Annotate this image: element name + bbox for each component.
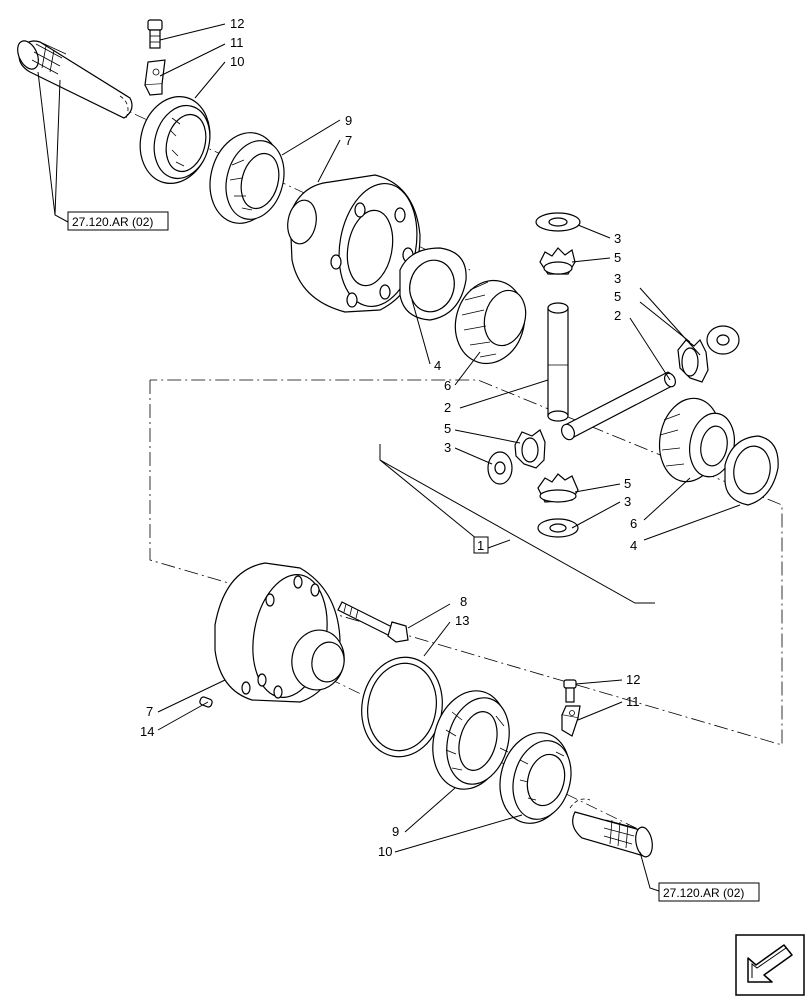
thrust-washer-4-lower — [724, 435, 779, 506]
subassembly-tag-1: 1 — [473, 536, 489, 554]
washer-3-left — [487, 451, 513, 485]
callout-5-a: 5 — [614, 250, 621, 265]
washer-3-top — [535, 212, 581, 232]
callout-13: 13 — [455, 613, 469, 628]
lock-plate-11-bottom — [561, 705, 581, 737]
callout-3-a: 3 — [614, 231, 621, 246]
bolt-12-bottom — [563, 679, 577, 703]
leader-lines — [37, 23, 741, 893]
callout-7-bottom: 7 — [146, 704, 153, 719]
bearing-9-top — [209, 132, 285, 224]
callout-12-bottom: 12 — [626, 672, 640, 687]
callout-5-c: 5 — [444, 421, 451, 436]
lower-shaft — [569, 798, 653, 858]
subassembly-frame — [149, 379, 783, 746]
bolt-12-top — [147, 19, 163, 49]
callout-3-b: 3 — [614, 271, 621, 286]
differential-case-7-top — [287, 174, 421, 313]
callout-4-b: 4 — [630, 538, 637, 553]
callout-6-a: 6 — [444, 378, 451, 393]
upper-shaft — [17, 40, 133, 119]
callout-8: 8 — [460, 594, 467, 609]
bearing-9-bottom — [432, 690, 510, 790]
washer-3-bottom — [537, 518, 579, 538]
callout-6-b: 6 — [630, 516, 637, 531]
callout-10-top: 10 — [230, 54, 244, 69]
adjusting-ring-10-top — [139, 95, 211, 185]
ref-box-bottom[interactable]: 27.120.AR (02) — [658, 882, 760, 902]
pinion-5-left — [514, 429, 546, 469]
ref-link-bottom[interactable]: 27.120.AR (02) — [663, 886, 744, 900]
ref-box-top[interactable]: 27.120.AR (02) — [67, 211, 169, 231]
arrow-icon[interactable] — [735, 934, 805, 996]
lock-plate-11-top — [144, 59, 166, 96]
callout-11-bottom: 11 — [626, 694, 640, 709]
callout-5-d: 5 — [624, 476, 631, 491]
adjusting-ring-10-bottom — [499, 732, 572, 824]
cross-pin-2-horizontal — [560, 371, 677, 441]
callout-11-top: 11 — [230, 35, 244, 50]
pinion-5-top — [539, 247, 576, 275]
ref-link-top[interactable]: 27.120.AR (02) — [72, 215, 153, 229]
callout-14: 14 — [140, 724, 154, 739]
callout-12-top: 12 — [230, 16, 244, 31]
side-gear-6-upper — [454, 279, 527, 365]
callout-10-bottom: 10 — [378, 844, 392, 859]
callout-5-b: 5 — [614, 289, 621, 304]
callout-numbers: 12 11 10 9 7 3 5 3 5 2 4 6 2 5 3 5 3 6 4… — [140, 16, 640, 859]
callout-1: 1 — [477, 538, 484, 553]
callout-9-bottom: 9 — [392, 824, 399, 839]
pinion-5-bottom — [537, 473, 579, 503]
callout-3-c: 3 — [444, 440, 451, 455]
callout-7-top: 7 — [345, 133, 352, 148]
callout-2-a: 2 — [614, 308, 621, 323]
pinion-5-right — [677, 338, 709, 383]
callout-4-a: 4 — [434, 358, 441, 373]
callout-2-b: 2 — [444, 400, 451, 415]
callout-3-d: 3 — [624, 494, 631, 509]
shim-13 — [361, 656, 443, 758]
callout-9-top: 9 — [345, 113, 352, 128]
thrust-washer-4-upper — [399, 247, 467, 321]
differential-case-7-bottom — [214, 562, 345, 703]
cross-pin-2-vertical — [547, 302, 569, 422]
side-gear-6-lower — [658, 397, 735, 483]
bolt-8 — [337, 601, 409, 643]
washer-3-right — [706, 325, 740, 355]
